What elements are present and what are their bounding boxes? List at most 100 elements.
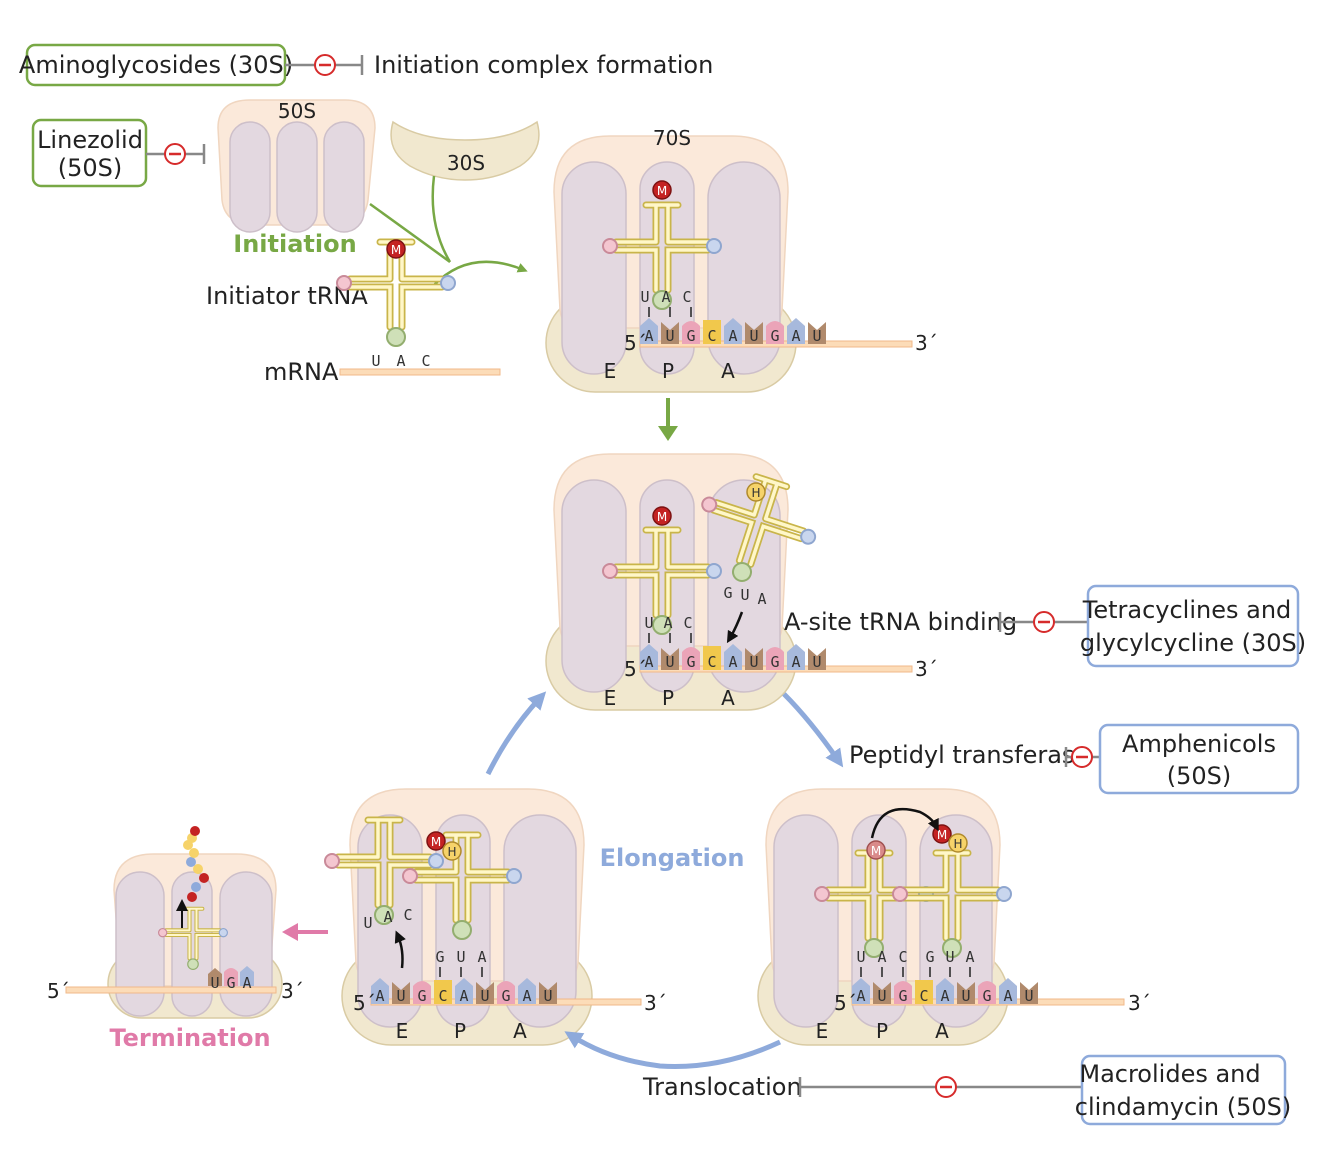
svg-text:C: C	[421, 352, 430, 370]
svg-text:G: G	[435, 948, 444, 966]
macrolides-label-2: clindamycin (50S)	[1075, 1093, 1291, 1121]
svg-text:U: U	[856, 948, 865, 966]
three-prime: 3´	[1128, 991, 1151, 1015]
site-p: P	[662, 359, 674, 383]
svg-text:U: U	[210, 974, 219, 992]
three-prime: 3´	[915, 657, 938, 681]
svg-text:A: A	[663, 614, 672, 632]
svg-text:U: U	[945, 948, 954, 966]
peptidyl-transferase-label: Peptidyl transferase	[849, 741, 1089, 769]
initiation-down-arrow	[658, 398, 678, 441]
amino-m: M	[871, 844, 881, 858]
svg-text:U: U	[363, 914, 372, 932]
elongation-arrow-right	[782, 692, 844, 768]
site-a: A	[513, 1019, 527, 1043]
tetracycline-inhibition	[998, 611, 1088, 633]
termination-arrow	[282, 923, 328, 941]
linezolid-label-1: Linezolid	[37, 126, 143, 154]
five-prime: 5´	[624, 331, 647, 355]
three-prime: 3´	[281, 979, 304, 1003]
tetracyclines-label-1: Tetracyclines and	[1082, 596, 1292, 624]
svg-text:G: G	[226, 974, 235, 992]
ribosome-a-site: M U A C H G U A 5´ 3´ E P A	[545, 453, 938, 711]
subunit-50s-label: 50S	[278, 99, 316, 123]
initiation-stage-label: Initiation	[233, 230, 356, 258]
site-e: E	[604, 686, 617, 710]
subunit-30s-label: 30S	[447, 151, 485, 175]
aminoglycosides-box: Aminoglycosides (30S)	[19, 43, 293, 87]
site-a: A	[721, 359, 735, 383]
polypeptide-chain	[183, 826, 209, 902]
amino-m: M	[657, 184, 667, 198]
a-site-binding-label: A-site tRNA binding	[784, 608, 1017, 636]
ribosome-peptidyl-transfer: M M H U A C G U A 5´ 3´ E P A	[757, 788, 1151, 1046]
svg-text:G: G	[925, 948, 934, 966]
mrna-strand	[339, 368, 501, 376]
linezolid-inhibition	[146, 143, 206, 165]
svg-text:U: U	[456, 948, 465, 966]
amphenicols-box: Amphenicols (50S)	[1098, 723, 1300, 795]
aminoglycosides-inhibition	[285, 54, 364, 76]
ribosome-70s: 70S M U A C 5´ 3´ E P A	[545, 126, 938, 393]
amphenicols-inhibition	[1064, 746, 1100, 768]
five-prime: 5´	[624, 657, 647, 681]
site-p: P	[876, 1019, 888, 1043]
linezolid-box: Linezolid (50S)	[31, 118, 148, 188]
five-prime: 5´	[47, 979, 70, 1003]
tetracyclines-box: Tetracyclines and glycylcycline (30S)	[1080, 584, 1306, 668]
termination-stage-label: Termination	[109, 1024, 270, 1052]
subunit-30s: 30S	[390, 120, 540, 181]
macrolides-box: Macrolides and clindamycin (50S)	[1075, 1054, 1291, 1126]
three-prime: 3´	[915, 331, 938, 355]
svg-text:C: C	[403, 906, 412, 924]
amino-h: H	[751, 486, 760, 500]
initiation-complex-label: Initiation complex formation	[374, 51, 713, 79]
svg-text:G: G	[723, 584, 732, 602]
site-e: E	[604, 359, 617, 383]
svg-text:A: A	[757, 590, 766, 608]
translocation-arrow	[564, 1031, 782, 1069]
svg-text:A: A	[477, 948, 486, 966]
ribosome-termination: U G A 5´ 3´	[47, 826, 304, 1019]
site-p: P	[454, 1019, 466, 1043]
subunit-50s: 50S	[217, 99, 376, 233]
translocation-label: Translocation	[642, 1073, 802, 1101]
svg-text:C: C	[898, 948, 907, 966]
amino-m: M	[657, 510, 667, 524]
svg-text:A: A	[383, 908, 392, 926]
aminoglycosides-label: Aminoglycosides (30S)	[19, 51, 293, 79]
amino-m: M	[937, 828, 947, 842]
amino-h: H	[447, 845, 456, 859]
tetracyclines-label-2: glycylcycline (30S)	[1080, 629, 1306, 657]
amino-h: H	[953, 837, 962, 851]
macrolides-inhibition	[798, 1076, 1082, 1098]
ribosome-translocated: M H U A C G U A 5´ 3´ E P A	[325, 788, 667, 1046]
svg-text:A: A	[877, 948, 886, 966]
macrolides-label-1: Macrolides and	[1079, 1060, 1260, 1088]
svg-text:U: U	[371, 352, 380, 370]
five-prime: 5´	[834, 991, 857, 1015]
amino-m: M	[431, 835, 441, 849]
elongation-stage-label: Elongation	[600, 844, 745, 872]
svg-text:A: A	[396, 352, 405, 370]
mrna-label: mRNA	[264, 358, 339, 386]
svg-text:U: U	[644, 614, 653, 632]
site-a: A	[935, 1019, 949, 1043]
svg-text:C: C	[683, 614, 692, 632]
elongation-arrow-up	[485, 691, 547, 776]
initiator-trna: M U A C	[337, 240, 455, 370]
svg-text:A: A	[965, 948, 974, 966]
linezolid-label-2: (50S)	[58, 154, 123, 182]
svg-text:A: A	[242, 974, 251, 992]
site-e: E	[396, 1019, 409, 1043]
site-a: A	[721, 686, 735, 710]
three-prime: 3´	[644, 991, 667, 1015]
ribosome-70s-label: 70S	[653, 126, 691, 150]
svg-text:U: U	[740, 586, 749, 604]
svg-text:U: U	[640, 288, 649, 306]
amphenicols-label-2: (50S)	[1167, 762, 1232, 790]
amphenicols-label-1: Amphenicols	[1122, 730, 1276, 758]
site-e: E	[816, 1019, 829, 1043]
svg-text:A: A	[661, 288, 670, 306]
